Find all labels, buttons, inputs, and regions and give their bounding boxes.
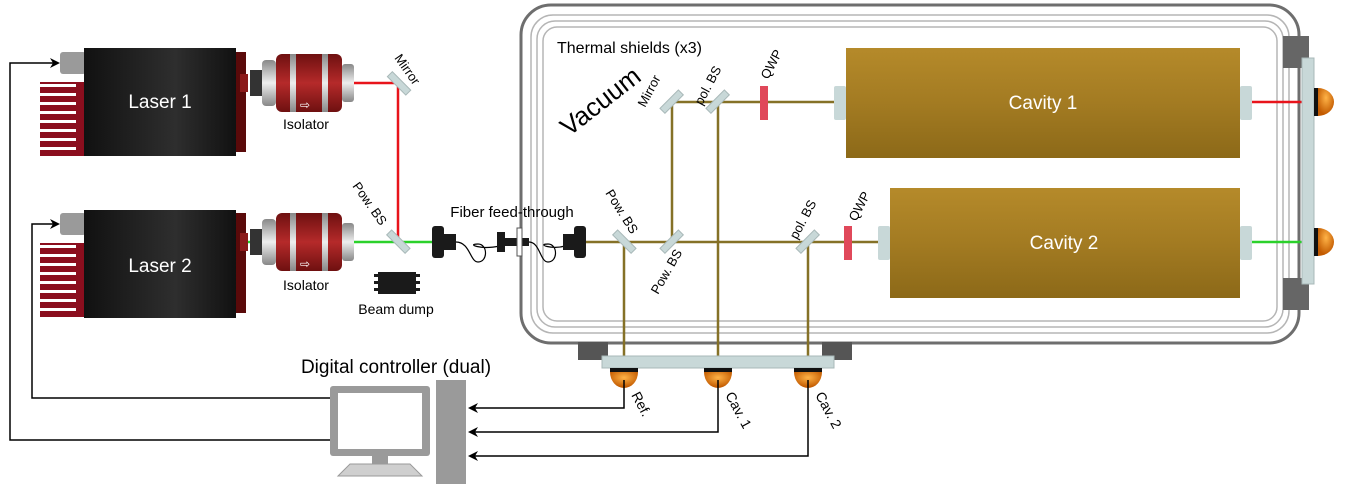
pow-bs-left-label: Pow. BS: [350, 179, 391, 228]
cavity-2-label: Cavity 2: [1030, 233, 1099, 254]
detector-cav1: Cav. 1: [704, 368, 755, 431]
laser-1: Laser 1: [40, 48, 248, 156]
det-ref-label: Ref.: [628, 389, 654, 419]
svg-text:⇨: ⇨: [300, 257, 310, 271]
detector-ref: Ref.: [610, 368, 655, 419]
fiber-feedthrough: Fiber feed-through: [432, 204, 586, 263]
signal-wires: [9, 58, 809, 461]
cavity-1-label: Cavity 1: [1009, 93, 1078, 114]
detector-cavity2-transmission: [1314, 228, 1334, 256]
isolator-1: ⇨ Isolator: [250, 54, 354, 132]
detector-cavity1-transmission: [1314, 88, 1334, 116]
thermal-shields-label: Thermal shields (x3): [557, 40, 702, 57]
beam-dump-label: Beam dump: [358, 301, 434, 317]
isolator-1-label: Isolator: [283, 116, 329, 132]
svg-text:⇨: ⇨: [300, 98, 310, 112]
laser-2: Laser 2: [40, 210, 248, 318]
isolator-2-label: Isolator: [283, 277, 329, 293]
fiber-feedthrough-label: Fiber feed-through: [450, 204, 573, 221]
det-cav2-label: Cav. 2: [812, 389, 845, 432]
bottom-detector-plate: [601, 355, 835, 369]
cavity-1: Cavity 1: [834, 48, 1252, 158]
beams: [246, 81, 1318, 372]
isolator-2: ⇨ Isolator: [250, 213, 354, 293]
digital-controller-computer: Digital controller (dual): [301, 357, 491, 484]
det-cav1-label: Cav. 1: [722, 389, 755, 432]
digital-controller-label: Digital controller (dual): [301, 357, 491, 378]
detector-cav2: Cav. 2: [794, 368, 845, 431]
mirror-top: Mirror: [386, 51, 424, 96]
laser-1-label: Laser 1: [128, 92, 191, 113]
beam-dump: Beam dump: [358, 272, 434, 317]
laser-2-label: Laser 2: [128, 256, 191, 277]
cavity-2: Cavity 2: [878, 188, 1252, 298]
right-detector-plate: [1301, 57, 1315, 285]
